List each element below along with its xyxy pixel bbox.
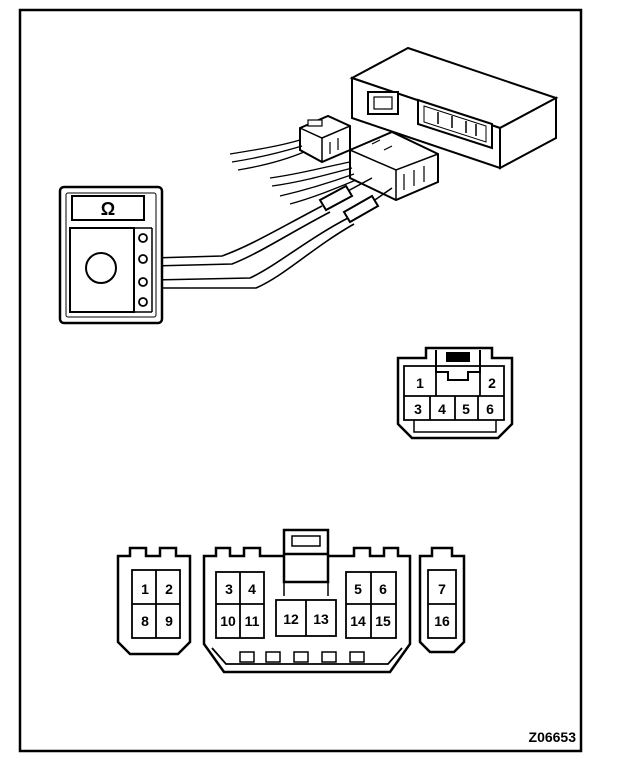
six-pin-label-6: 6 <box>486 401 494 417</box>
sixteen-pin-label-8: 8 <box>141 613 149 629</box>
jack-2 <box>138 254 148 264</box>
jack-4 <box>138 297 148 307</box>
control-unit <box>349 46 559 170</box>
six-pin-label-2: 2 <box>488 375 496 391</box>
ohm-symbol: Ω <box>101 199 115 219</box>
harness-wires-large <box>269 161 357 205</box>
ecu-socket-large <box>417 98 493 150</box>
sixteen-pin-label-11: 11 <box>245 613 260 629</box>
sixteen-pin-label-3: 3 <box>225 581 233 597</box>
ohmmeter: Ω <box>58 185 164 325</box>
ecu-socket-small <box>367 91 399 115</box>
six-pin-label-4: 4 <box>438 401 446 417</box>
sixteen-pin-label-5: 5 <box>354 581 362 597</box>
sixteen-pin-label-10: 10 <box>220 613 236 629</box>
test-leads <box>151 205 355 289</box>
sixteen-pin-label-9: 9 <box>165 613 173 629</box>
sixteen-pin-label-12: 12 <box>283 611 299 627</box>
sixteen-pin-label-7: 7 <box>438 581 446 597</box>
probe-upper <box>318 177 373 212</box>
probe-lower <box>342 187 393 224</box>
harness-connector-small <box>299 114 351 164</box>
sixteen-pin-label-1: 1 <box>141 581 149 597</box>
sixteen-pin-connector-face: 1 2 8 9 3 4 10 11 12 13 5 6 14 15 7 16 <box>116 528 466 674</box>
ohmmeter-dial <box>85 252 117 284</box>
harness-connector-large <box>349 130 439 202</box>
six-pin-label-1: 1 <box>416 375 424 391</box>
ohmmeter-display <box>71 195 145 221</box>
figure-code: Z06653 <box>529 729 577 745</box>
sixteen-pin-label-13: 13 <box>313 611 329 627</box>
six-pin-label-3: 3 <box>414 401 422 417</box>
jack-3 <box>138 277 148 287</box>
sixteen-pin-label-4: 4 <box>248 581 256 597</box>
sixteen-pin-label-15: 15 <box>375 613 391 629</box>
sixteen-pin-label-6: 6 <box>379 581 387 597</box>
sixteen-pin-label-16: 16 <box>434 613 450 629</box>
six-pin-label-5: 5 <box>462 401 470 417</box>
jack-1 <box>138 233 148 243</box>
sixteen-pin-label-2: 2 <box>165 581 173 597</box>
harness-wires-small <box>229 139 305 171</box>
sixteen-pin-label-14: 14 <box>350 613 366 629</box>
six-pin-connector-face: 1 2 3 4 5 6 <box>396 346 514 440</box>
diagram-frame <box>18 8 583 753</box>
